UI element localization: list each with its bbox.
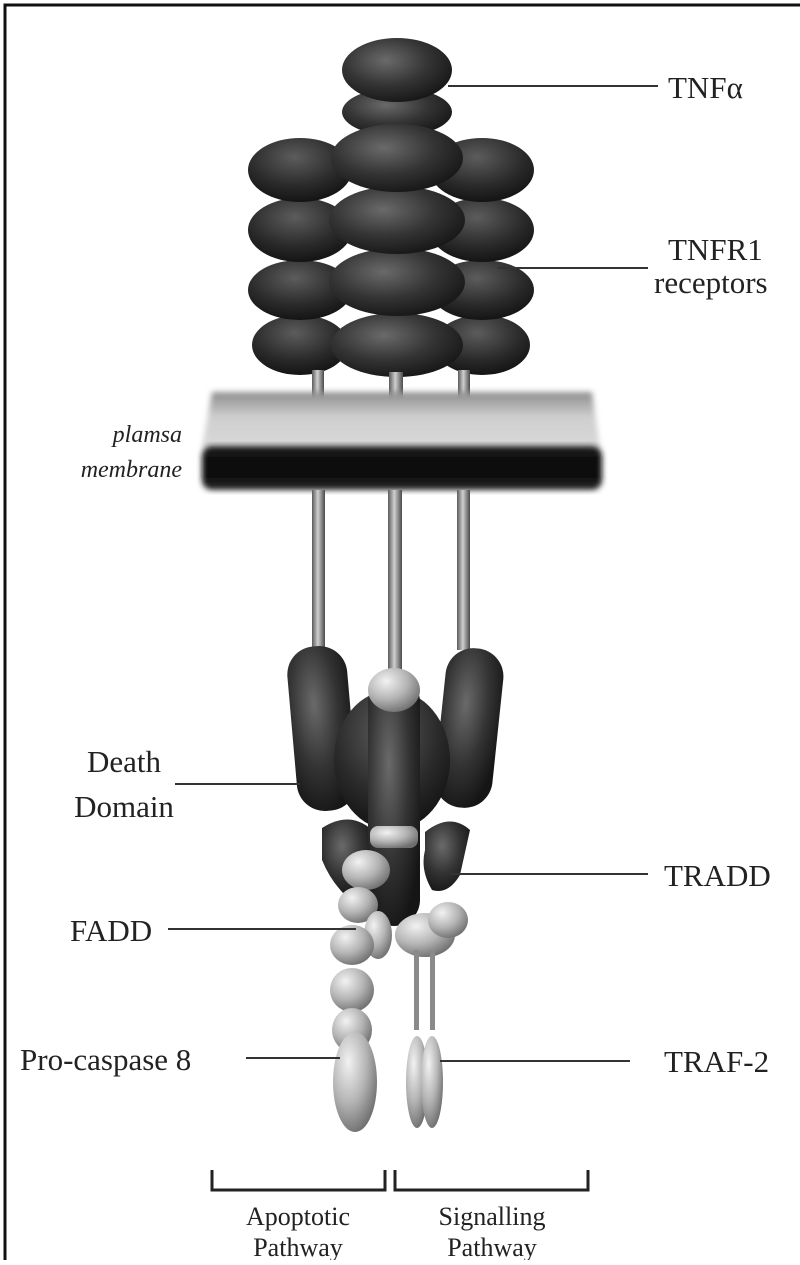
label-membrane-1: plamsa xyxy=(111,422,182,448)
label-tnf-alpha: TNFα xyxy=(668,70,743,105)
label-death: Death xyxy=(87,744,162,779)
death-domain-complex xyxy=(285,644,506,926)
label-traf2: TRAF-2 xyxy=(664,1044,769,1079)
receptor-stalks-intracellular xyxy=(312,490,470,670)
label-signalling-pathway: Pathway xyxy=(447,1233,537,1260)
label-receptors: receptors xyxy=(654,265,768,300)
label-apoptotic-pathway: Pathway xyxy=(253,1233,343,1260)
tnfr1-receptor-complex xyxy=(248,38,534,377)
plasma-membrane xyxy=(202,392,602,490)
tnf-alpha-ligand xyxy=(342,38,452,136)
traf2-chain xyxy=(395,902,468,1128)
label-domain: Domain xyxy=(74,789,174,824)
pathway-brackets xyxy=(212,1170,588,1190)
label-procaspase-8: Pro-caspase 8 xyxy=(20,1042,191,1077)
label-tnfr1: TNFR1 xyxy=(668,232,763,267)
label-fadd: FADD xyxy=(70,913,152,948)
label-signalling: Signalling xyxy=(439,1202,546,1231)
label-apoptotic: Apoptotic xyxy=(246,1202,350,1231)
label-membrane-2: membrane xyxy=(81,457,183,483)
label-tradd: TRADD xyxy=(664,858,771,893)
